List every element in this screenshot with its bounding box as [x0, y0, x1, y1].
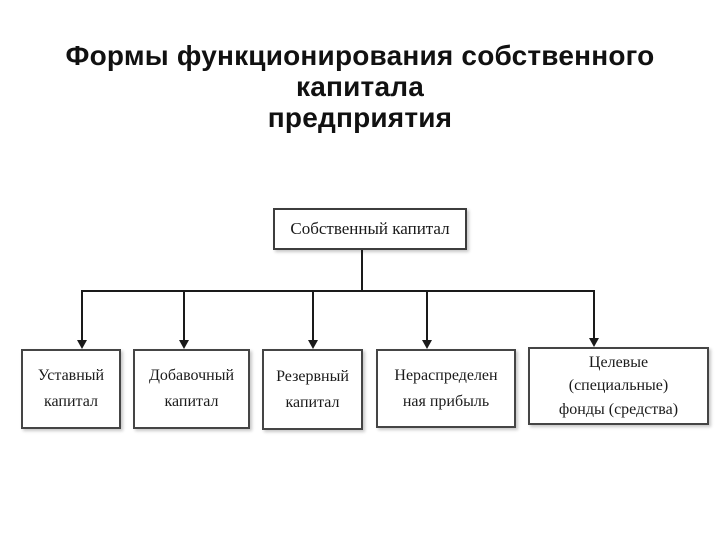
node-rezervny-kapital: Резервный капитал [262, 349, 363, 430]
connector-stem [361, 250, 363, 291]
connector-rail [81, 290, 595, 292]
down-arrowhead-icon [308, 340, 318, 349]
connector-drop-3 [312, 290, 314, 340]
connector-drop-2 [183, 290, 185, 340]
node-neraspredelennaya-pribyl: Нераспределен ная прибыль [376, 349, 516, 428]
node-sobstvenny-kapital: Собственный капитал [273, 208, 467, 250]
node-ustavny-kapital: Уставный капитал [21, 349, 121, 429]
connector-drop-5 [593, 290, 595, 338]
node-tselevye-fondy: Целевые (специальные) фонды (средства) [528, 347, 709, 425]
down-arrowhead-icon [422, 340, 432, 349]
down-arrowhead-icon [77, 340, 87, 349]
down-arrowhead-icon [589, 338, 599, 347]
node-dobavochny-kapital: Добавочный капитал [133, 349, 250, 429]
connector-drop-4 [426, 290, 428, 340]
slide-title: Формы функционирования собственного капи… [65, 40, 655, 133]
down-arrowhead-icon [179, 340, 189, 349]
connector-drop-1 [81, 290, 83, 340]
